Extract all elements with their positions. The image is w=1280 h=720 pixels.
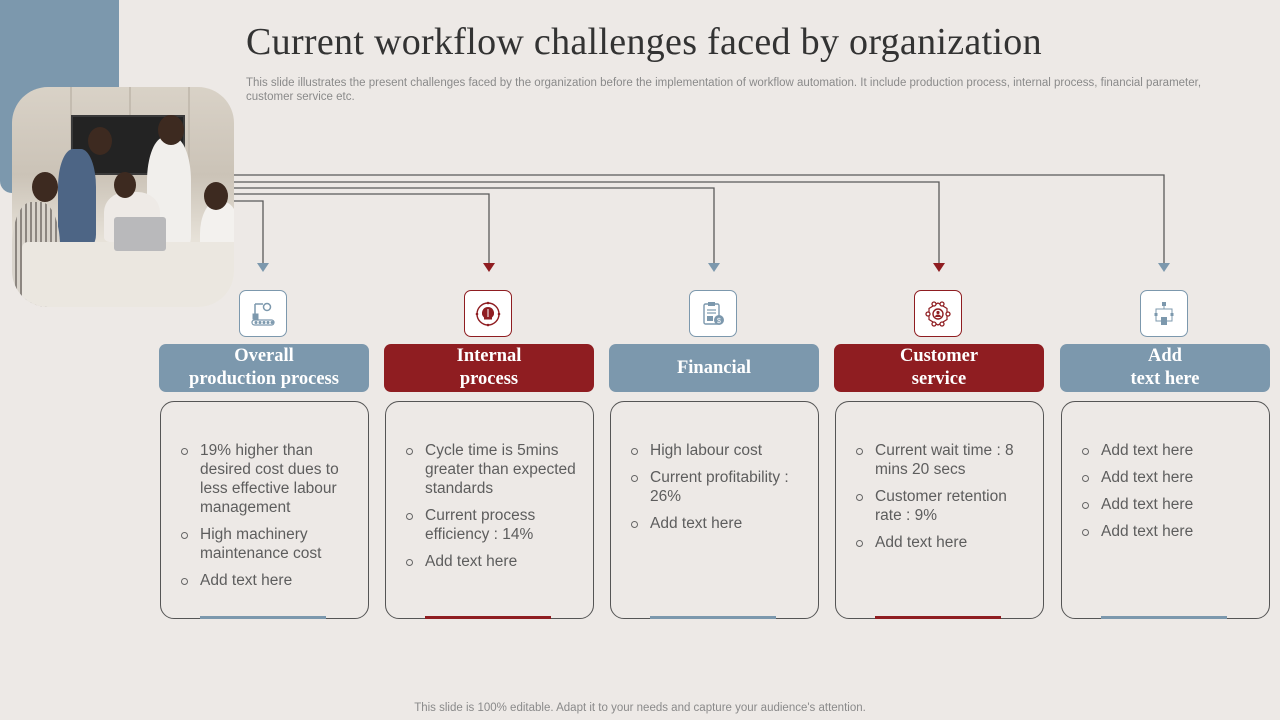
bullet-list: High labour cost Current profitability :… [629, 441, 804, 541]
list-item: Add text here [1080, 468, 1255, 487]
icon-frame [914, 290, 962, 337]
bullet-circle-icon [856, 494, 863, 501]
list-item: Add text here [404, 552, 579, 571]
column-header: Overall production process [159, 344, 369, 392]
challenge-card: High labour cost Current profitability :… [610, 401, 819, 619]
customer-network-icon [925, 300, 951, 327]
photo-head [204, 182, 228, 210]
column-header: Add text here [1060, 344, 1270, 392]
bullet-circle-icon [1082, 502, 1089, 509]
bullet-list: Add text here Add text here Add text her… [1080, 441, 1255, 549]
list-item: Cycle time is 5mins greater than expecte… [404, 441, 579, 498]
icon-frame [464, 290, 512, 337]
list-item: Add text here [179, 571, 354, 590]
card-accent-bar [200, 616, 326, 619]
bullet-circle-icon [631, 475, 638, 482]
photo-laptop [114, 217, 166, 251]
card-accent-bar [875, 616, 1001, 619]
connector-to-col4 [234, 181, 940, 264]
list-item: Add text here [629, 514, 804, 533]
arrow-down-icon [708, 263, 720, 272]
bullet-circle-icon [1082, 475, 1089, 482]
card-accent-bar [1101, 616, 1227, 619]
arrow-down-icon [257, 263, 269, 272]
header-line: production process [189, 369, 339, 389]
challenge-card: Cycle time is 5mins greater than expecte… [385, 401, 594, 619]
challenge-card: Add text here Add text here Add text her… [1061, 401, 1270, 619]
header-line: text here [1130, 369, 1200, 389]
column-header: Internal process [384, 344, 594, 392]
bullet-circle-icon [181, 578, 188, 585]
list-item: Add text here [1080, 495, 1255, 514]
list-item: Current wait time : 8 mins 20 secs [854, 441, 1029, 479]
bullet-list: Cycle time is 5mins greater than expecte… [404, 441, 579, 579]
footer-note: This slide is 100% editable. Adapt it to… [414, 702, 866, 714]
conveyor-robot-icon [251, 302, 275, 326]
connector-to-col5 [234, 174, 1165, 264]
icon-frame [1140, 290, 1188, 337]
bullet-circle-icon [181, 532, 188, 539]
header-line: Customer [899, 346, 979, 366]
list-item: High labour cost [629, 441, 804, 460]
bullet-circle-icon [1082, 529, 1089, 536]
icon-frame [239, 290, 287, 337]
list-item: Current process efficiency : 14% [404, 506, 579, 544]
column-header: Financial [609, 344, 819, 392]
photo-head [158, 115, 184, 145]
bullet-circle-icon [181, 448, 188, 455]
icon-frame: $ [689, 290, 737, 337]
list-item: Add text here [1080, 522, 1255, 541]
list-item: 19% higher than desired cost dues to les… [179, 441, 354, 517]
list-item: Add text here [854, 533, 1029, 552]
bullet-circle-icon [631, 521, 638, 528]
photo-table [22, 242, 234, 307]
connector-to-col1 [234, 200, 264, 264]
column-header: Customer service [834, 344, 1044, 392]
bullet-circle-icon [406, 448, 413, 455]
challenge-card: Current wait time : 8 mins 20 secs Custo… [835, 401, 1044, 619]
card-accent-bar [425, 616, 551, 619]
photo-head [88, 127, 112, 155]
lightbulb-gear-target-icon [475, 301, 501, 326]
connector-to-col2 [234, 193, 490, 264]
list-item: Current profitability : 26% [629, 468, 804, 506]
arrow-down-icon [1158, 263, 1170, 272]
header-line: service [911, 369, 967, 389]
flowchart-icon [1154, 301, 1174, 325]
header-line: Add [1148, 346, 1182, 366]
card-accent-bar [650, 616, 776, 619]
list-item: Add text here [1080, 441, 1255, 460]
bullet-circle-icon [856, 540, 863, 547]
bullet-circle-icon [406, 513, 413, 520]
financial-report-dollar-icon: $ [703, 301, 724, 325]
challenge-card: 19% higher than desired cost dues to les… [160, 401, 369, 619]
header-line: process [459, 369, 519, 389]
connector-to-col3 [234, 187, 715, 264]
bullet-circle-icon [631, 448, 638, 455]
list-item: Customer retention rate : 9% [854, 487, 1029, 525]
bullet-list: Current wait time : 8 mins 20 secs Custo… [854, 441, 1029, 560]
photo-wall-line [188, 87, 190, 182]
arrow-down-icon [933, 263, 945, 272]
svg-text:$: $ [717, 318, 721, 325]
page-subtitle: This slide illustrates the present chall… [246, 77, 1202, 103]
bullet-circle-icon [856, 448, 863, 455]
team-meeting-photo [12, 87, 234, 307]
header-line: Financial [676, 357, 751, 378]
arrow-down-icon [483, 263, 495, 272]
bullet-circle-icon [406, 559, 413, 566]
photo-head [114, 172, 136, 198]
page-title: Current workflow challenges faced by org… [246, 21, 1042, 63]
bullet-circle-icon [1082, 448, 1089, 455]
list-item: High machinery maintenance cost [179, 525, 354, 563]
bullet-list: 19% higher than desired cost dues to les… [179, 441, 354, 598]
header-line: Overall [234, 346, 294, 366]
photo-head [32, 172, 58, 202]
photo-person [58, 149, 96, 244]
header-line: Internal [456, 346, 522, 366]
